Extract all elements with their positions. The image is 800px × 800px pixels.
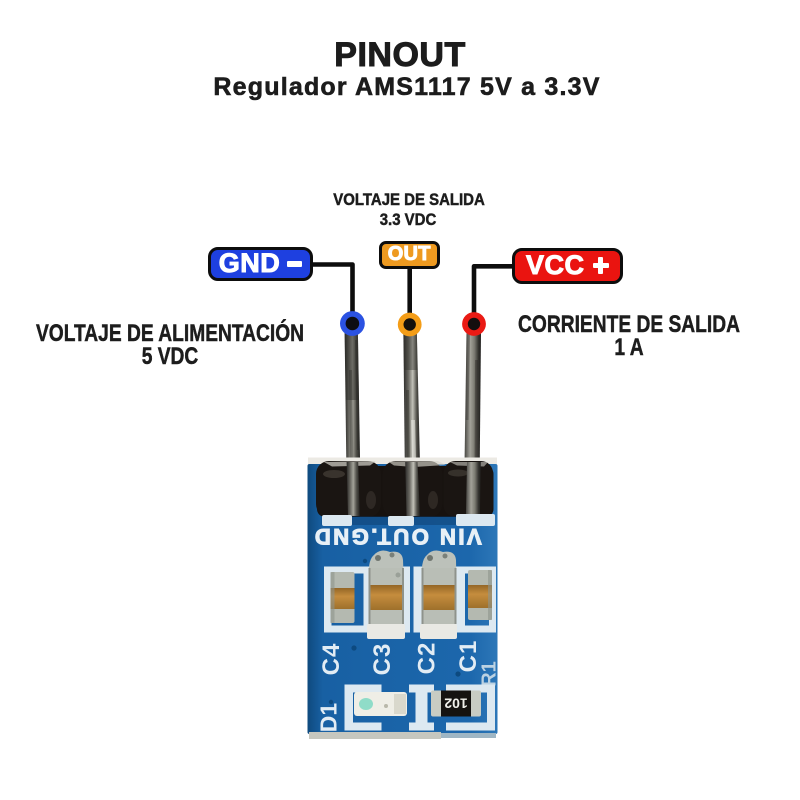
svg-text:C3: C3 — [369, 643, 396, 676]
svg-text:VIN OUT.GND: VIN OUT.GND — [312, 524, 481, 549]
svg-text:R1: R1 — [479, 661, 501, 687]
svg-text:102: 102 — [444, 696, 468, 712]
svg-text:D1: D1 — [316, 703, 342, 733]
svg-text:C2: C2 — [414, 642, 441, 675]
svg-text:C4: C4 — [318, 643, 345, 676]
svg-text:C1: C1 — [455, 640, 482, 673]
